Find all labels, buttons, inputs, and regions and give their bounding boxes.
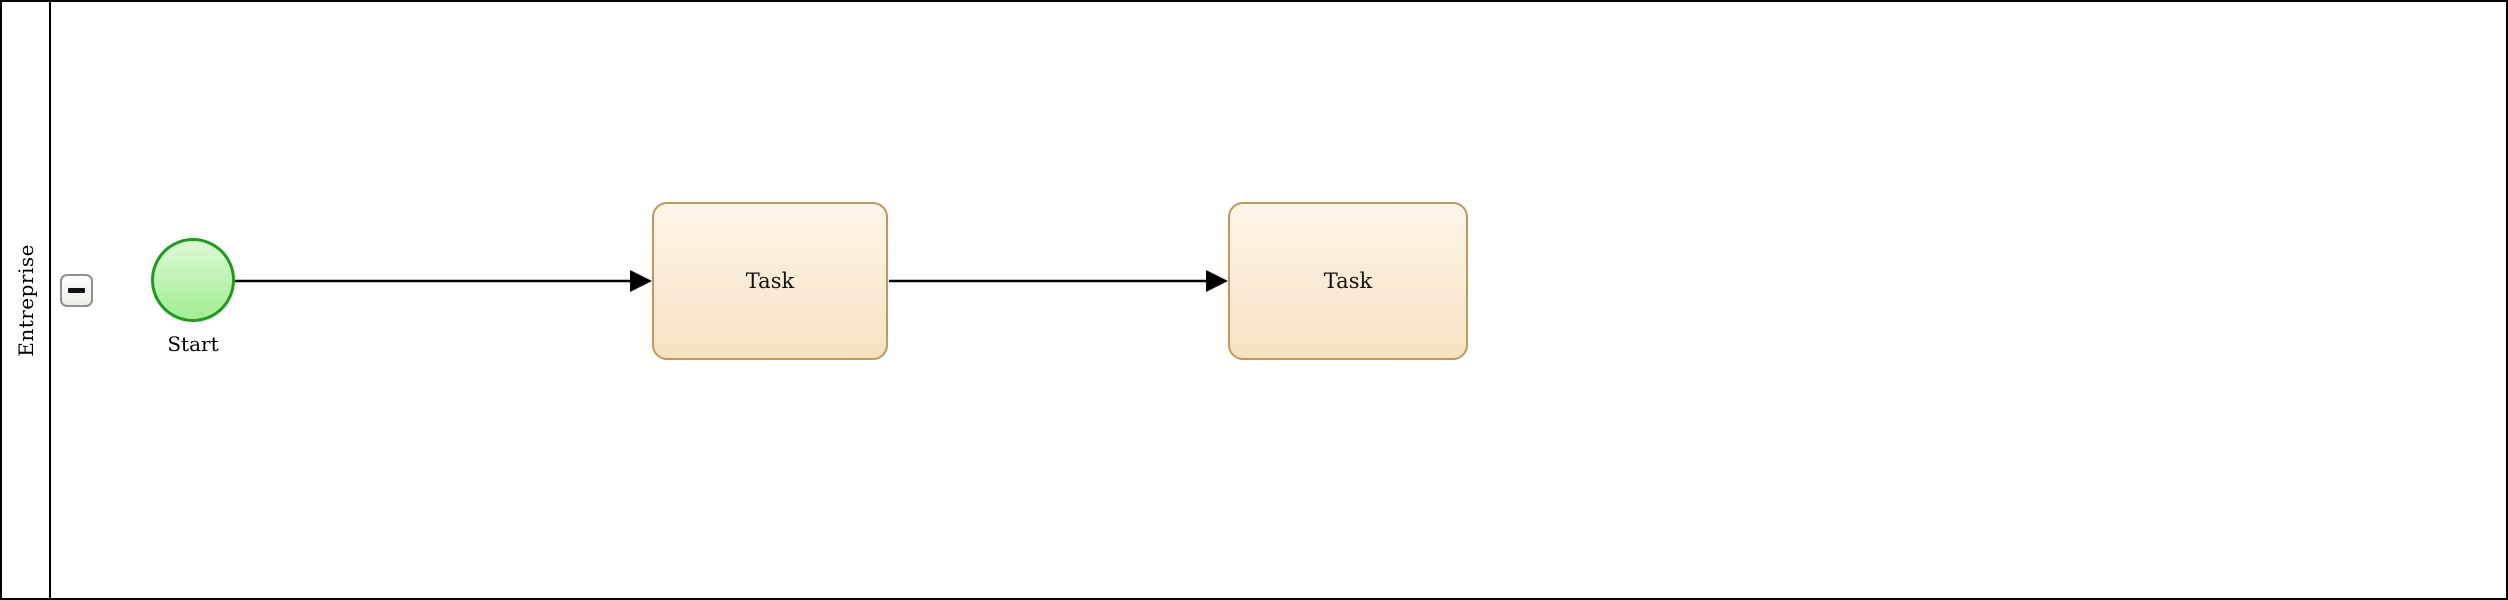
task-1-label: Task xyxy=(745,269,795,293)
collapse-pool-button[interactable] xyxy=(60,274,93,307)
sequence-flow-start-to-task1[interactable] xyxy=(235,270,652,292)
minus-icon xyxy=(68,288,85,293)
pool-label: Entreprise xyxy=(13,243,38,357)
start-event-label: Start xyxy=(167,332,219,356)
sequence-flows-layer xyxy=(235,270,1228,292)
pool-header[interactable]: Entreprise xyxy=(2,2,51,598)
task-1[interactable]: Task xyxy=(652,202,888,360)
sequence-flow-task1-to-task2[interactable] xyxy=(889,270,1228,292)
task-2-label: Task xyxy=(1323,269,1373,293)
start-event[interactable] xyxy=(151,238,235,322)
pool-body: Start Task Task xyxy=(53,2,2506,598)
task-2[interactable]: Task xyxy=(1228,202,1468,360)
